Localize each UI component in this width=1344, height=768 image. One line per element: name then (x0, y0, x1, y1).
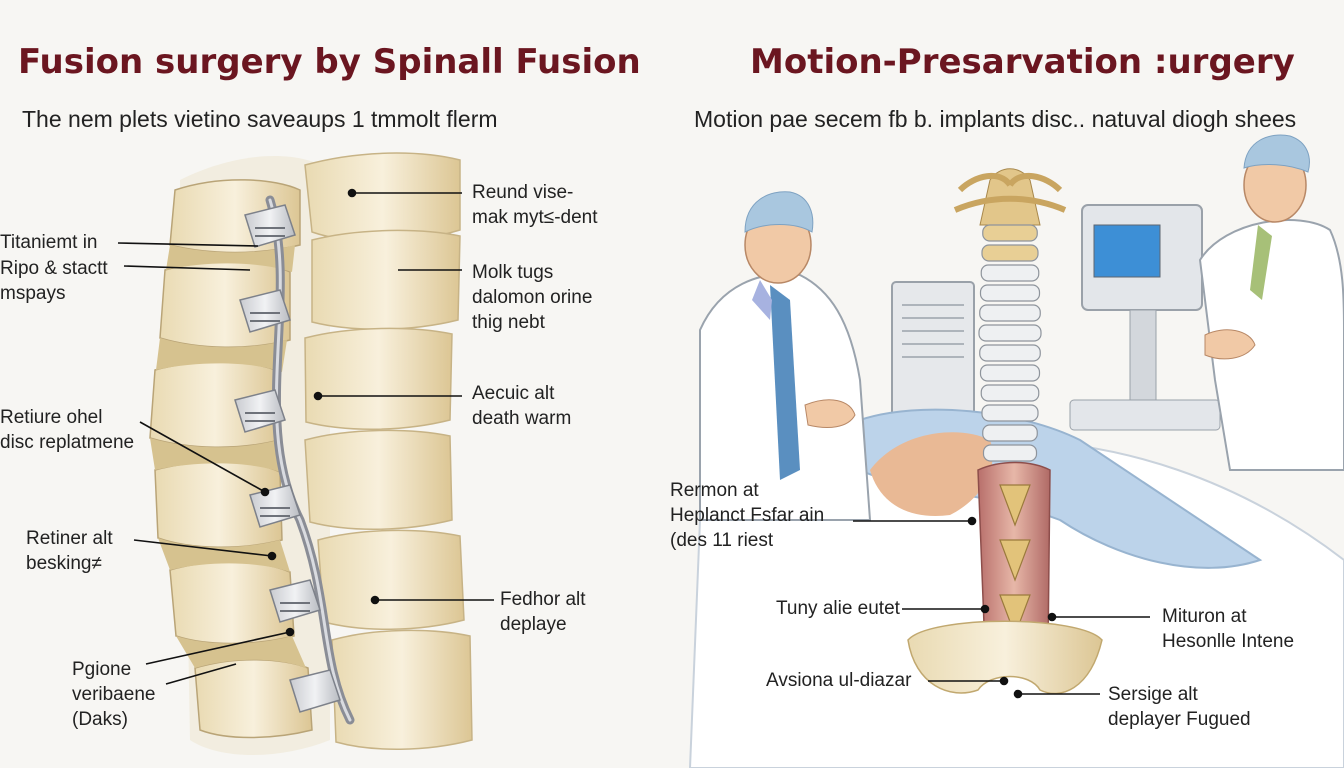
label-line: thig nebt (472, 312, 545, 333)
fusion-leader-lines (117, 188, 494, 685)
surgeon-right (1198, 134, 1344, 471)
motion-label-mituron: Mituron at Hesonlle Intene (1162, 604, 1294, 654)
label-line: Mituron at (1162, 606, 1247, 627)
fusion-label-molk: Molk tugs dalomon orine thig nebt (472, 260, 592, 335)
vertebra-ring (979, 364, 1041, 382)
vertebra-ring (978, 324, 1042, 342)
fusion-title: Fusion surgery by Spinall Fusion (18, 42, 641, 82)
fusion-label-fedhor: Fedhor alt deplaye (500, 587, 586, 637)
label-line: Retiure ohel (0, 407, 103, 428)
label-line: mspays (0, 283, 66, 304)
motion-label-sersige: Sersige alt deplayer Fugued (1108, 682, 1251, 732)
motion-label-avsiona: Avsiona ul-diazar (766, 668, 911, 693)
label-line: mak myt≤-dent (472, 207, 598, 228)
motion-preservation-scene (688, 134, 1344, 768)
label-line: Aecuic alt (472, 383, 555, 404)
label-line: Tuny alie eutet (776, 598, 900, 619)
fusion-label-reund: Reund vise- mak myt≤-dent (472, 180, 598, 230)
vertebra-ring (980, 384, 1040, 402)
label-line: veribaene (72, 684, 156, 705)
surgeon-left (699, 191, 872, 521)
label-line: Sersige alt (1108, 684, 1198, 705)
label-line: Titaniemt in (0, 232, 98, 253)
fusion-label-aecuic: Aecuic alt death warm (472, 381, 571, 431)
motion-preservation-title: Motion-Presarvation :urgery (750, 42, 1295, 82)
vertebra-ring (979, 284, 1041, 302)
vertebra-ring (982, 224, 1038, 242)
label-line: Hesonlle Intene (1162, 631, 1295, 652)
fusion-rods-and-screws (234, 195, 355, 725)
label-line: disc replatmene (0, 432, 135, 453)
medical-monitor (1069, 204, 1221, 431)
patient-skin (870, 432, 993, 516)
label-line: Reund vise- (472, 182, 574, 203)
label-line: Heplanct Fsfar ain (670, 505, 825, 526)
label-line: deplayer Fugued (1108, 709, 1251, 730)
label-line: Avsiona ul-diazar (766, 670, 912, 691)
vertebra-ring (981, 404, 1039, 422)
vertebra-ring (979, 304, 1041, 322)
motion-label-tuny: Tuny alie eutet (776, 596, 900, 621)
fusion-label-titanium: Titaniemt in (0, 230, 98, 255)
vertebra-ring (982, 424, 1038, 442)
vertebra-ring (980, 264, 1040, 282)
artificial-disc-spine (907, 168, 1103, 695)
motion-preservation-subtitle: Motion pae secem fb b. implants disc.. n… (694, 106, 1297, 132)
label-line: Molk tugs (472, 262, 554, 283)
label-line: dalomon orine (472, 287, 593, 308)
label-line: Pgione (72, 659, 132, 680)
label-line: Ripo & stactt (0, 258, 108, 279)
label-line: (Daks) (72, 709, 128, 730)
label-line: death warm (472, 408, 572, 429)
vertebra-ring (982, 444, 1038, 462)
motion-label-rermon: Rermon at Heplanct Fsfar ain (des 11 rie… (670, 478, 824, 553)
fusion-spine (117, 152, 494, 756)
vertebra-ring (981, 244, 1039, 262)
fusion-label-retiner: Retiner alt besking≠ (26, 526, 113, 576)
fusion-subtitle: The nem plets vietino saveaups 1 tmmolt … (22, 106, 498, 132)
label-line: deplaye (500, 614, 567, 635)
vertebra-stack (978, 224, 1042, 462)
vertebra-ring (979, 344, 1041, 362)
fusion-label-disc-replacement: Retiure ohel disc replatmene (0, 405, 134, 455)
fusion-label-pgione: Pgione veribaene (Daks) (72, 657, 155, 732)
label-line: Rermon at (670, 480, 759, 501)
label-line: Retiner alt (26, 528, 113, 549)
label-line: Fedhor alt (500, 589, 586, 610)
left-front-vertebrae (304, 152, 473, 750)
fusion-label-ripo: Ripo & stactt mspays (0, 256, 108, 306)
label-line: besking≠ (26, 553, 102, 574)
label-line: (des 11 riest (670, 530, 774, 551)
motion-leader-lines (853, 516, 1150, 699)
